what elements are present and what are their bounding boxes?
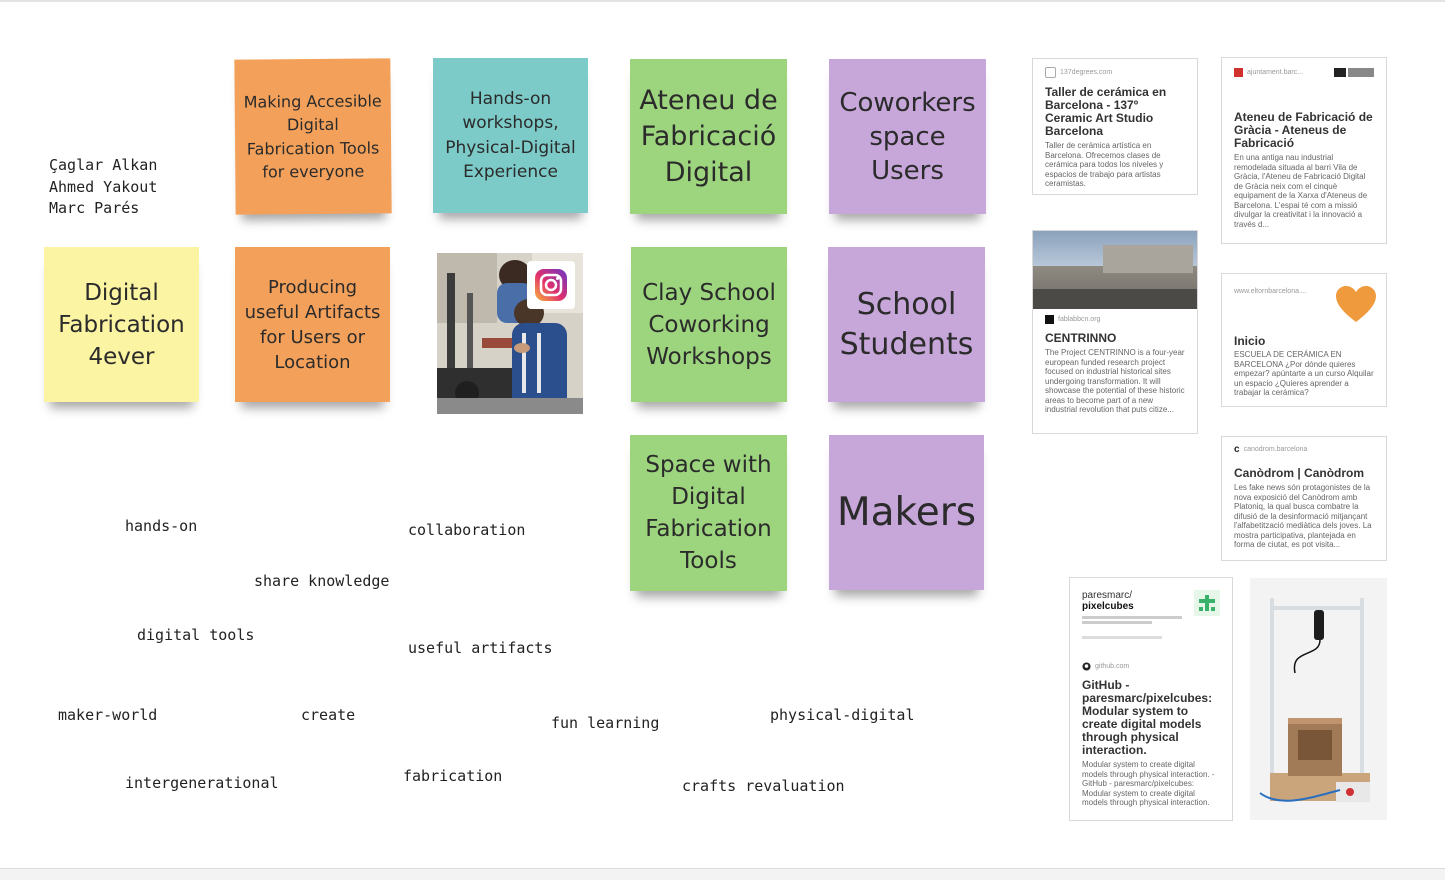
sticky-text: Ateneu de Fabricació Digital (639, 84, 778, 188)
pixelcubes-photo[interactable] (1250, 578, 1387, 820)
pixelcubes-logo (1194, 590, 1220, 616)
sticky-text: Coworkers space Users (839, 87, 976, 186)
sticky-text: Making Accesible Digital Fabrication Too… (243, 90, 382, 182)
preview-text-lines (1082, 616, 1182, 619)
sticky-digital-fab-4ever[interactable]: Digital Fabrication 4ever (44, 247, 199, 402)
keyword-maker-world[interactable]: maker-world (58, 706, 158, 724)
instagram-icon[interactable] (527, 261, 575, 309)
link-card-inicio[interactable]: www.eltornbarcelona.... Inicio ESCUELA D… (1221, 273, 1387, 407)
author-1: Çaglar Alkan (49, 156, 158, 174)
card-description: The Project CENTRINNO is a four-year eur… (1045, 348, 1185, 414)
preview-stats (1082, 636, 1162, 639)
card-title: CENTRINNO (1045, 331, 1117, 345)
card-description: Taller de cerámica artística en Barcelon… (1045, 141, 1164, 188)
author-2: Ahmed Yakout (49, 177, 158, 196)
sticky-ateneu[interactable]: Ateneu de Fabricació Digital (630, 59, 787, 214)
author-3: Marc Parés (49, 199, 140, 217)
sticky-clay-school[interactable]: Clay School Coworking Workshops (631, 247, 787, 402)
card-domain: www.eltornbarcelona.... (1234, 288, 1307, 295)
heart-glyph (1336, 286, 1376, 322)
ateneus-logo (1334, 68, 1374, 77)
sticky-coworkers[interactable]: Coworkers space Users (829, 59, 986, 214)
heart-icon (1336, 286, 1376, 329)
card-domain: 137degrees.com (1045, 67, 1185, 78)
keyword-share-knowledge[interactable]: share knowledge (254, 572, 390, 590)
card-description: Modular system to create digital models … (1082, 760, 1215, 807)
sticky-text: Makers (836, 489, 977, 535)
top-border (0, 0, 1445, 2)
keyword-create[interactable]: create (301, 706, 356, 724)
link-card-canodrom[interactable]: c canodrom.barcelona Canòdrom | Canòdrom… (1221, 436, 1387, 561)
fablab-icon (1045, 315, 1054, 324)
sticky-making-accessible[interactable]: Making Accesible Digital Fabrication Too… (234, 58, 392, 215)
preview-owner: paresmarc/ (1082, 590, 1133, 601)
pixel-glyph (1199, 595, 1215, 611)
instagram-glyph (535, 269, 567, 301)
canodrom-icon: c (1234, 444, 1240, 455)
sticky-text: Digital Fabrication 4ever (58, 279, 185, 370)
card-description: ESCUELA DE CERÁMICA EN BARCELONA ¿Por dó… (1234, 350, 1374, 397)
link-card-github[interactable]: paresmarc/ pixelcubes github.com GitHub … (1069, 577, 1233, 821)
ceramic-site-icon (1045, 67, 1056, 78)
centrinno-image (1033, 231, 1197, 309)
keyword-crafts-revaluation[interactable]: crafts revaluation (682, 777, 845, 795)
card-title: Inicio (1234, 334, 1266, 348)
sticky-text: Hands-on workshops, Physical-Digital Exp… (445, 88, 576, 183)
preview-repo: pixelcubes (1082, 601, 1134, 612)
keyword-physical-digital[interactable]: physical-digital (770, 706, 915, 724)
keyword-collaboration[interactable]: collaboration (408, 521, 526, 539)
keyword-fabrication[interactable]: fabrication (403, 767, 503, 785)
keyword-digital-tools[interactable]: digital tools (137, 626, 255, 644)
sticky-hands-on[interactable]: Hands-on workshops, Physical-Digital Exp… (433, 58, 588, 213)
sticky-text: School Students (839, 286, 974, 362)
workshop-photo[interactable] (437, 253, 583, 414)
link-card-centrinno[interactable]: fablabbcn.org CENTRINNO The Project CENT… (1032, 230, 1198, 434)
card-domain: c canodrom.barcelona (1234, 444, 1308, 455)
sticky-producing[interactable]: Producing useful Artifacts for Users or … (235, 247, 390, 402)
sticky-space-with[interactable]: Space with Digital Fabrication Tools (630, 435, 787, 591)
card-title: Ateneu de Fabricació de Gràcia - Ateneus… (1234, 110, 1373, 150)
sticky-text: Producing useful Artifacts for Users or … (244, 276, 381, 373)
card-title: GitHub - paresmarc/pixelcubes: Modular s… (1082, 678, 1213, 757)
card-domain: ajuntament.barc... (1234, 68, 1374, 77)
bottom-scrollbar[interactable] (0, 868, 1445, 880)
preview-text-lines (1082, 621, 1152, 624)
ajuntament-icon (1234, 68, 1243, 77)
card-title: Taller de cerámica en Barcelona - 137º C… (1045, 85, 1167, 138)
sticky-makers[interactable]: Makers (829, 435, 984, 590)
keyword-useful-artifacts[interactable]: useful artifacts (408, 639, 553, 657)
card-domain: fablabbcn.org (1045, 315, 1185, 324)
card-domain: github.com (1082, 662, 1220, 671)
keyword-fun-learning[interactable]: fun learning (551, 714, 660, 732)
link-card-ateneu[interactable]: ajuntament.barc... Ateneu de Fabricació … (1221, 57, 1387, 244)
authors-block: Çaglar Alkan Ahmed Yakout Marc Parés (49, 155, 157, 220)
sticky-text: Space with Digital Fabrication Tools (645, 452, 772, 574)
link-card-ceramic[interactable]: 137degrees.com Taller de cerámica en Bar… (1032, 58, 1198, 195)
github-icon (1082, 662, 1091, 671)
github-preview: paresmarc/ pixelcubes (1070, 578, 1232, 656)
building-shape (1103, 245, 1193, 273)
crowd-shape (1033, 289, 1197, 309)
pixelcubes-photo-illustration (1250, 578, 1387, 820)
card-description: Les fake news són protagonistes de la no… (1234, 483, 1372, 549)
keyword-intergenerational[interactable]: intergenerational (125, 774, 279, 792)
card-description: En una antiga nau industrial remodelada … (1234, 153, 1368, 229)
sticky-text: Clay School Coworking Workshops (642, 279, 776, 370)
keyword-hands-on[interactable]: hands-on (125, 517, 198, 535)
sticky-school-students[interactable]: School Students (828, 247, 985, 402)
card-title: Canòdrom | Canòdrom (1234, 466, 1365, 480)
